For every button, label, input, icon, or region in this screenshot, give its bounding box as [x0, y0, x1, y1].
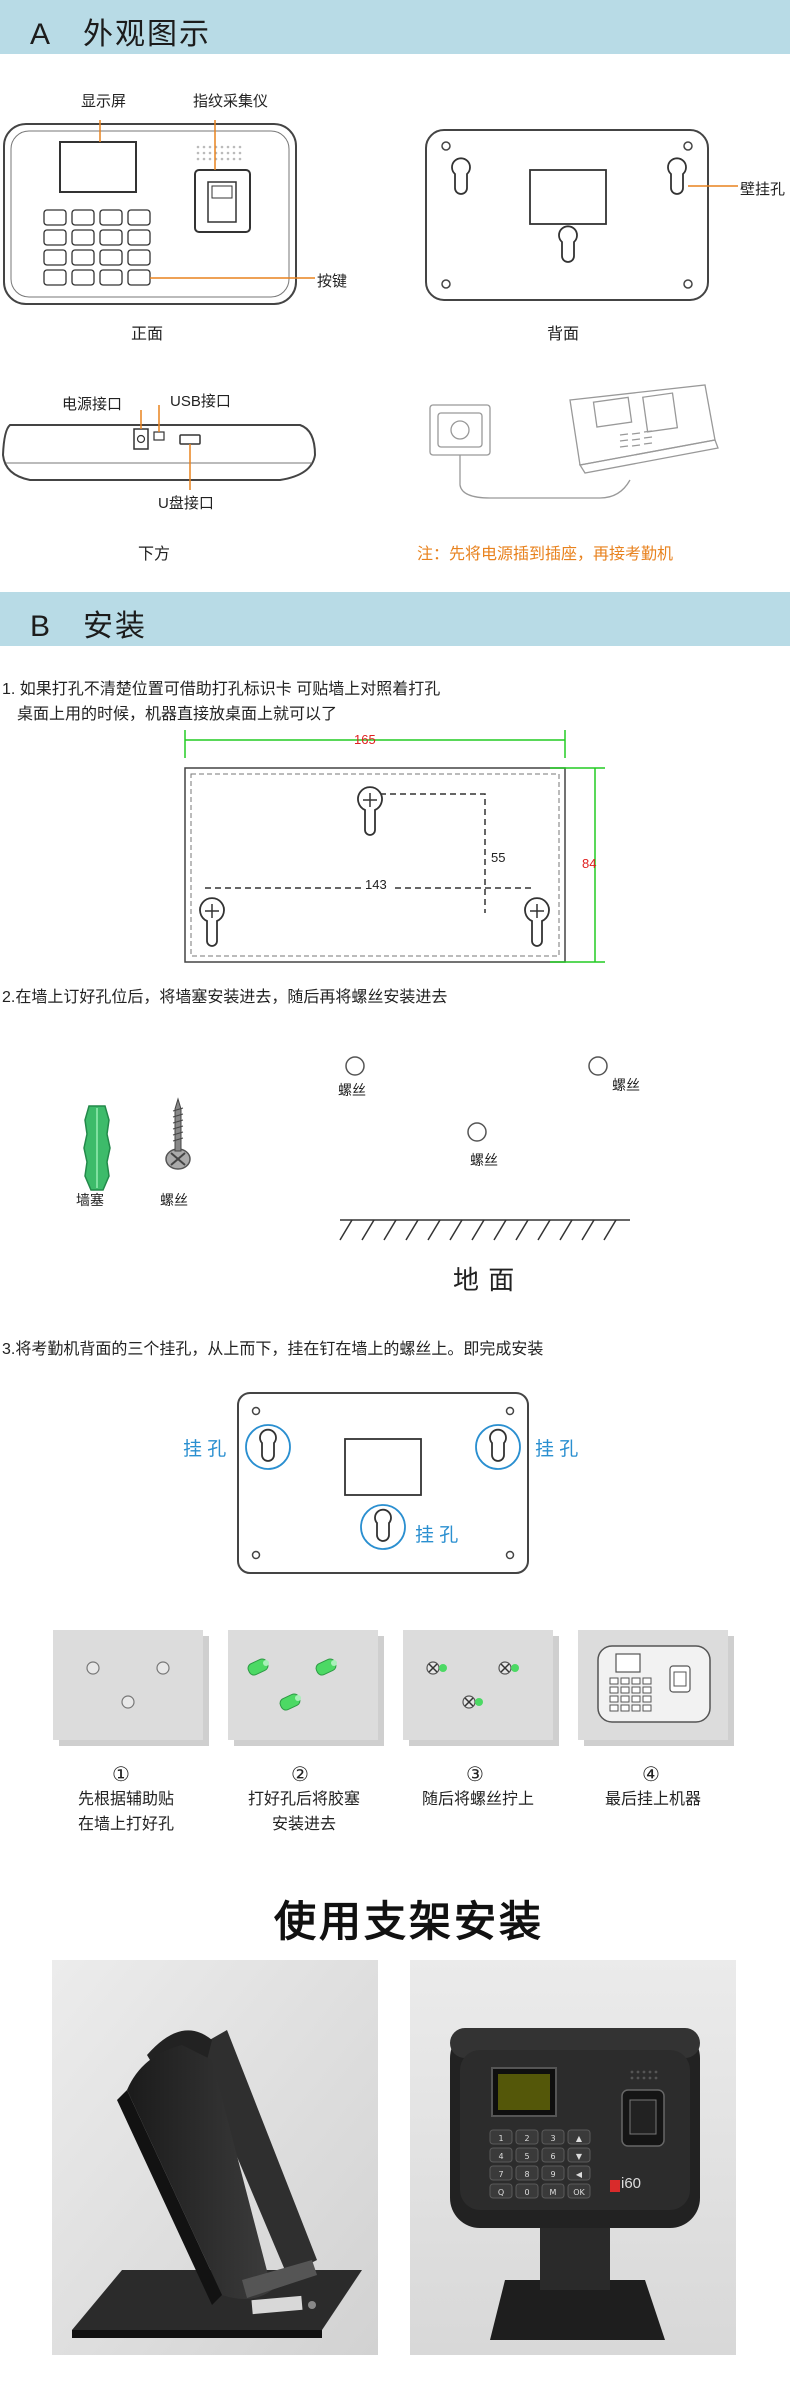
keys-leader-ext [300, 277, 315, 279]
label-usb-port: USB接口 [170, 393, 231, 410]
step-4-number: ④ [642, 1764, 660, 1786]
wall-anchor-icon [83, 1105, 111, 1191]
stand-device-brand: i60 [621, 2175, 642, 2192]
step-tile-2 [228, 1630, 378, 1740]
stand-key-label: 3 [550, 2134, 555, 2143]
label-wall-hole: 壁挂孔 [740, 181, 786, 198]
label-screen: 显示屏 [81, 93, 127, 110]
dim-width: 165 [354, 732, 376, 747]
back-keyholes [451, 157, 687, 263]
stand-device-keypad: 1 2 3 ▲ 4 5 6 ▼ 7 8 9 ◀ Q 0 M OK [489, 2129, 591, 2199]
stand-key-label: 2 [524, 2134, 529, 2143]
stand-key [489, 2129, 513, 2145]
stand-key [567, 2165, 591, 2181]
step-tile-1 [53, 1630, 203, 1740]
stand-key-label: 6 [550, 2152, 555, 2161]
step3-text: 3.将考勤机背面的三个挂孔，从上而下，挂在钉在墙上的螺丝上。即完成安装 [2, 1341, 544, 1358]
stand-key-label: OK [573, 2188, 585, 2197]
step1-text-line2: 桌面上用的时候，机器直接放桌面上就可以了 [17, 706, 338, 723]
dim-height: 84 [582, 856, 597, 871]
stand-key-label: 9 [550, 2170, 555, 2179]
back-panel-hang-holes [237, 1392, 529, 1574]
stand-key [515, 2183, 539, 2199]
section-b-header: B 安装 [0, 592, 790, 646]
label-screw-b: 螺丝 [612, 1077, 640, 1093]
front-screen [59, 141, 137, 193]
step2-text: 2.在墙上订好孔位后，将墙塞安装进去，随后再将螺丝安装进去 [2, 989, 448, 1006]
drilling-template-diagram [184, 730, 605, 963]
step-3-number: ③ [466, 1764, 484, 1786]
power-connection-illustration [429, 384, 719, 499]
stand-key [489, 2183, 513, 2199]
label-wall-anchor: 墙塞 [76, 1192, 104, 1208]
stand-key-label: Q [498, 2188, 504, 2197]
section-b-title: B 安装 [30, 610, 148, 643]
bottom-view-device [1, 405, 317, 490]
stand-key [541, 2165, 565, 2181]
screw-icon [165, 1097, 191, 1170]
label-screw-a: 螺丝 [338, 1082, 366, 1098]
label-screw: 螺丝 [160, 1192, 188, 1208]
stand-photo-side [52, 1960, 378, 2355]
label-fingerprint: 指纹采集仪 [193, 93, 269, 110]
stand-key-label: 0 [524, 2188, 529, 2197]
stand-key [567, 2129, 591, 2145]
stand-title: 使用支架安装 [274, 1898, 545, 1945]
stand-key [567, 2147, 591, 2163]
stand-key [515, 2165, 539, 2181]
caption-back: 背面 [547, 326, 580, 343]
step-1-number: ① [112, 1764, 130, 1786]
stand-key [515, 2147, 539, 2163]
label-power-port: 电源接口 [62, 396, 123, 413]
label-keys: 按键 [317, 273, 348, 290]
stand-key [541, 2129, 565, 2145]
step1-text-line1: 1. 如果打孔不清楚位置可借助打孔标识卡 可贴墙上对照着打孔 [2, 681, 441, 698]
section-a-header: A 外观图示 [0, 0, 790, 54]
step-4-text: 最后挂上机器 [604, 1791, 701, 1808]
note-power-first: 注：先将电源插到插座，再接考勤机 [417, 546, 674, 563]
front-view-device [3, 120, 300, 305]
front-keypad [43, 209, 151, 286]
back-view-device [425, 129, 738, 301]
step-tile-4 [578, 1630, 728, 1740]
stand-key [541, 2183, 565, 2199]
step-1-text: 先根据辅助贴在墙上打好孔 [77, 1791, 174, 1833]
stand-key [489, 2147, 513, 2163]
stand-key-label: 7 [498, 2170, 503, 2179]
power-port [133, 428, 149, 450]
step-tile-3 [403, 1630, 553, 1740]
section-a-title: A 外观图示 [30, 18, 212, 51]
stand-key [515, 2129, 539, 2145]
stand-key-label: 4 [498, 2152, 503, 2161]
template-keyholes [199, 786, 550, 947]
stand-key-label: ▼ [576, 2152, 583, 2161]
step-3-text: 随后将螺丝拧上 [421, 1791, 534, 1808]
step-2-number: ② [291, 1764, 309, 1786]
dim-inner-width: 143 [361, 877, 391, 892]
stand-key [541, 2147, 565, 2163]
stand-key [567, 2183, 591, 2199]
caption-front: 正面 [131, 326, 164, 343]
step-2-text: 打好孔后将胶塞安装进去 [247, 1791, 360, 1833]
label-hang-hole-bottom: 挂 孔 [415, 1525, 459, 1546]
usb-port [153, 431, 165, 441]
label-hang-hole-left: 挂 孔 [183, 1439, 227, 1460]
caption-bottom: 下方 [138, 546, 171, 563]
label-hang-hole-right: 挂 孔 [535, 1439, 579, 1460]
stand-key [489, 2165, 513, 2181]
stand-key-label: ▲ [576, 2134, 583, 2143]
stand-key-label: ◀ [576, 2170, 583, 2179]
wall-screw-positions [339, 1056, 630, 1241]
label-screw-c: 螺丝 [470, 1152, 498, 1168]
stand-photo-front: 1 2 3 ▲ 4 5 6 ▼ 7 8 9 ◀ Q 0 M OK i60 [410, 1960, 736, 2355]
dim-inner-height: 55 [491, 850, 506, 865]
label-udisk-port: U盘接口 [158, 495, 214, 512]
stand-key-label: M [550, 2188, 557, 2197]
stand-key-label: 1 [498, 2134, 503, 2143]
stand-key-label: 5 [524, 2152, 529, 2161]
udisk-port [179, 434, 201, 445]
label-ground: 地 面 [453, 1265, 516, 1295]
stand-key-label: 8 [524, 2170, 529, 2179]
